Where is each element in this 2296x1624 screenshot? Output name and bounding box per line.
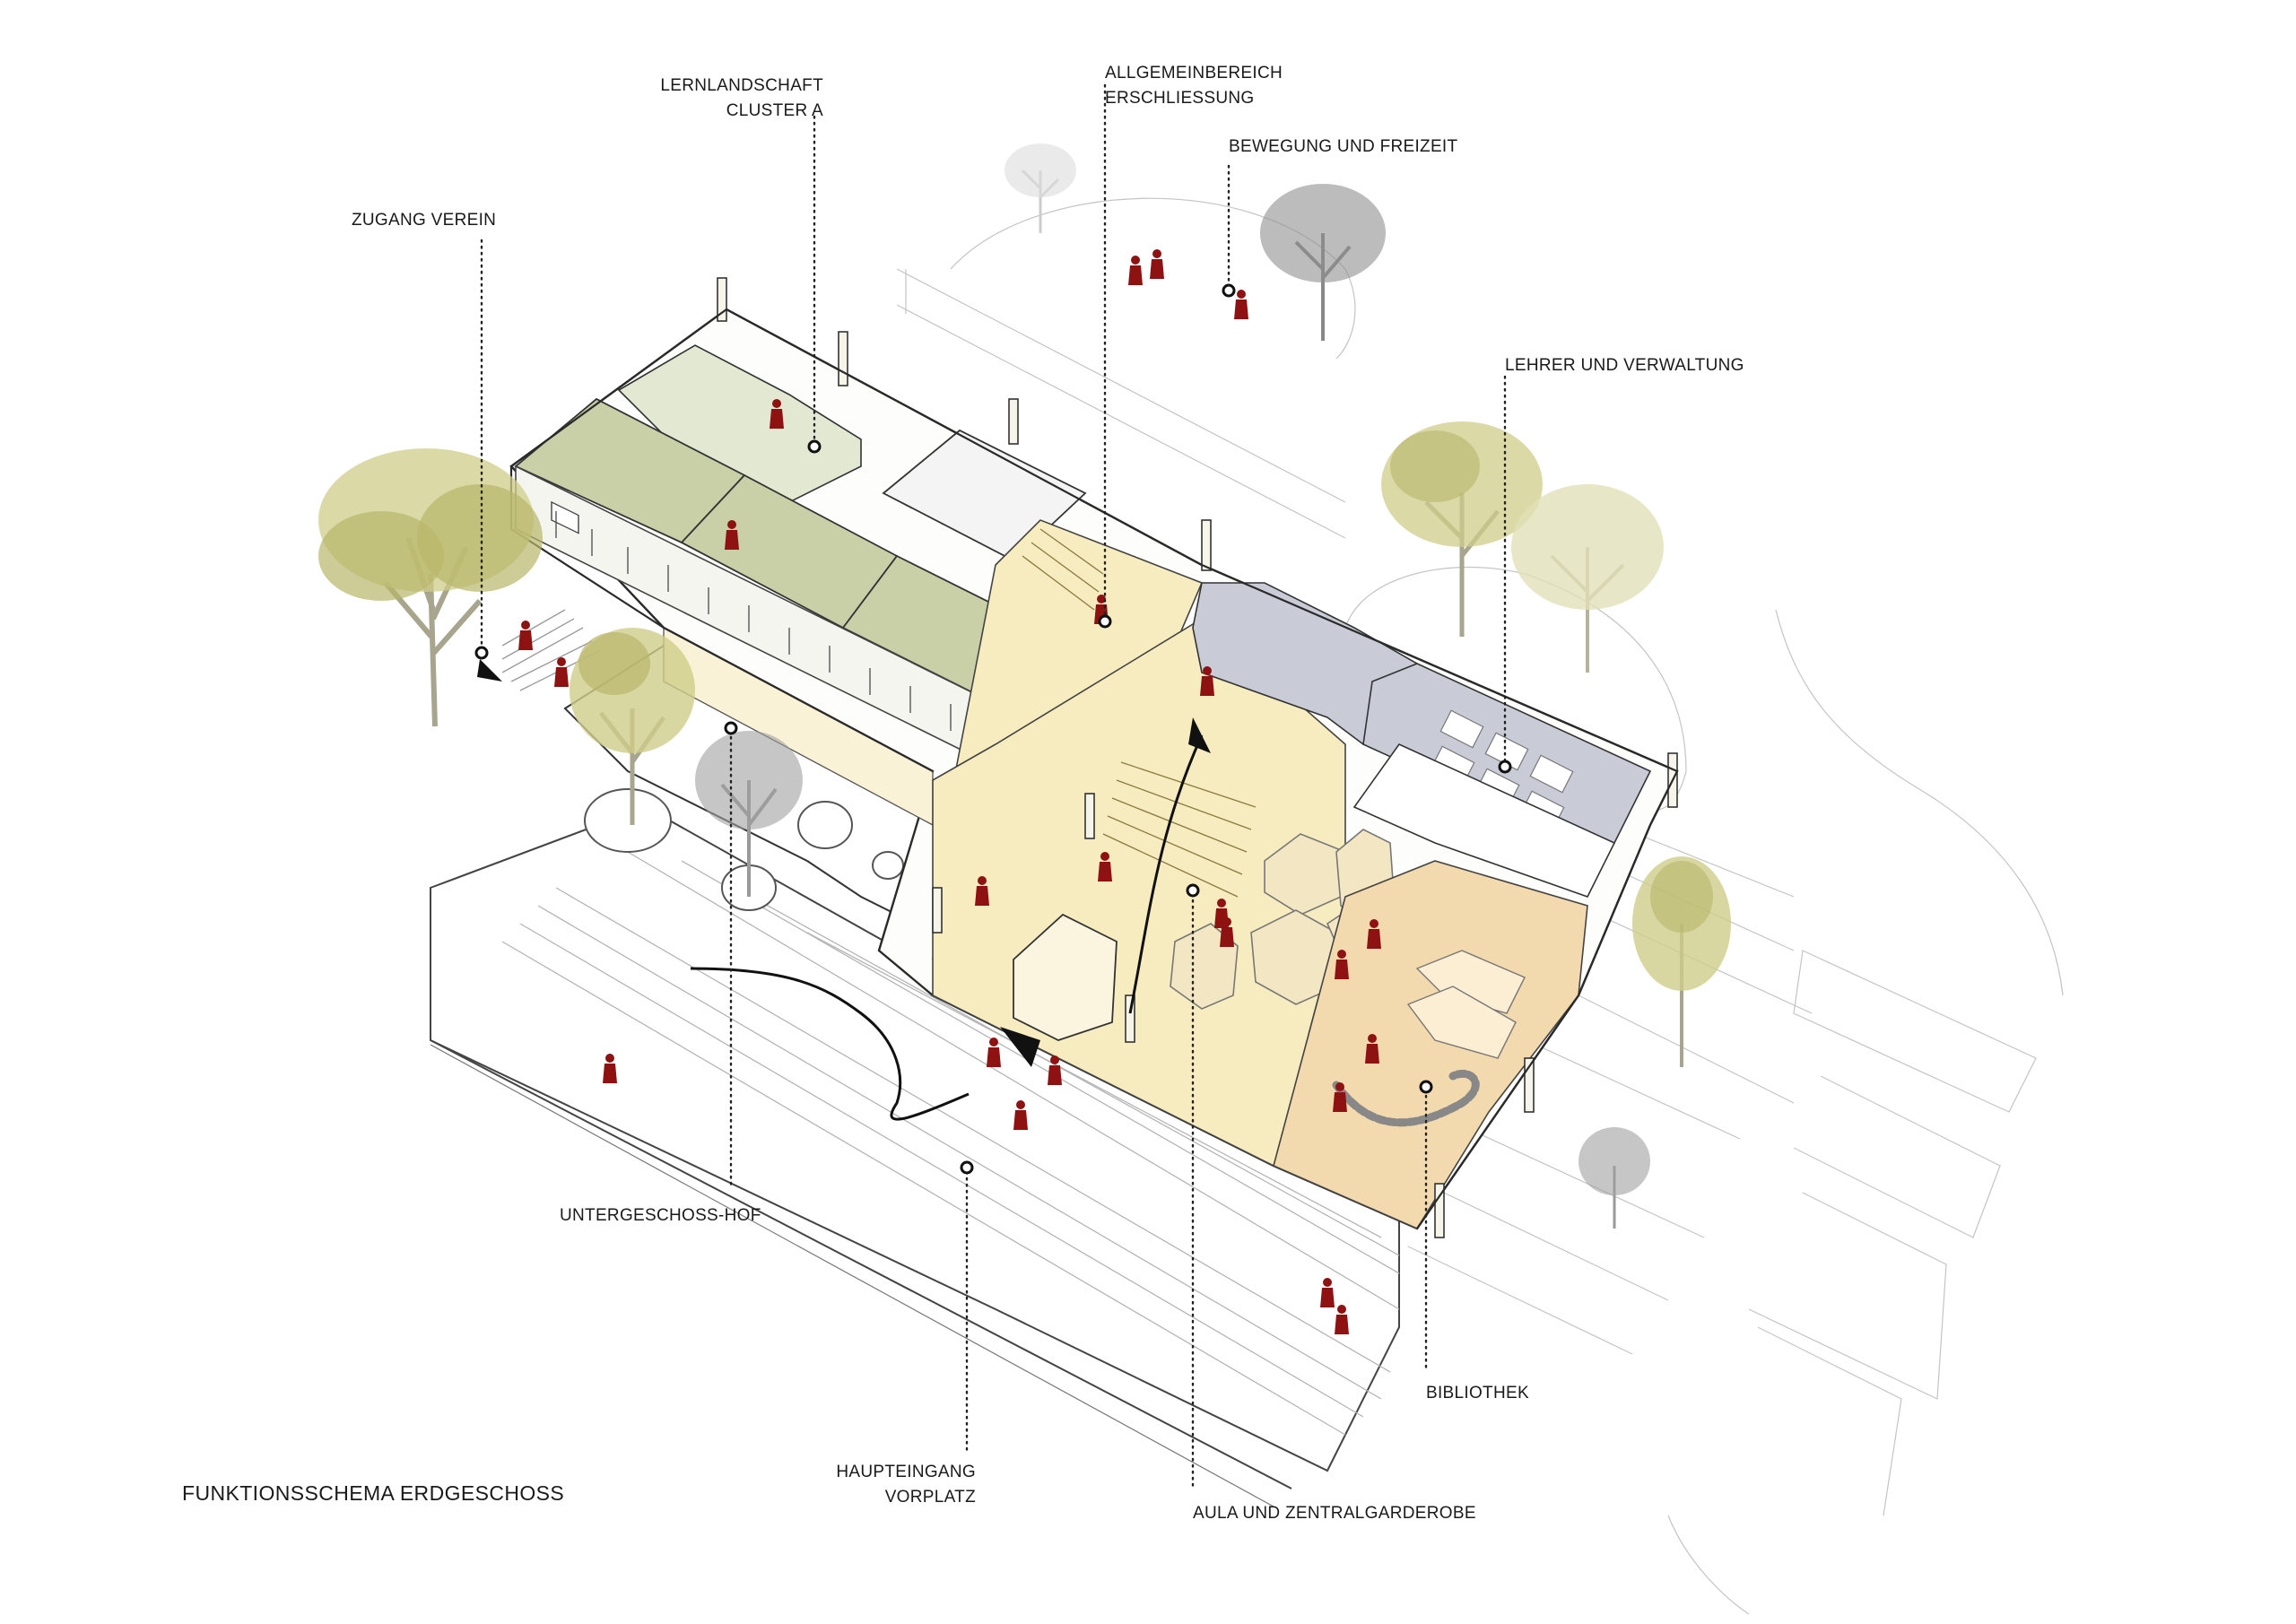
circle-marker-icon [724, 721, 738, 735]
circle-marker-icon [474, 646, 489, 660]
label-lehrer: LEHRER UND VERWALTUNG [1505, 353, 1744, 378]
label-bibliothek: BIBLIOTHEK [1426, 1381, 1529, 1406]
label-aula-text: AULA UND ZENTRALGARDEROBE [1193, 1504, 1476, 1523]
label-bewegung: BEWEGUNG UND FREIZEIT [1229, 135, 1457, 160]
person-icon [1013, 1100, 1028, 1130]
person-icon [1234, 290, 1248, 319]
circle-marker-icon [1186, 883, 1200, 898]
circle-marker-icon [960, 1160, 974, 1175]
label-zugang-text: ZUGANG VEREIN [352, 211, 497, 230]
leader-lines [480, 83, 1507, 1490]
label-bibliothek-text: BIBLIOTHEK [1426, 1384, 1529, 1403]
label-haupteingang: HAUPTEINGANG VORPLATZ [807, 1460, 976, 1510]
person-icon [770, 399, 784, 429]
tree-icon [1381, 421, 1543, 637]
tree-icon [1511, 484, 1664, 673]
label-haupteingang-line2: VORPLATZ [884, 1488, 976, 1507]
label-lernlandschaft-line2: CLUSTER A [726, 101, 823, 120]
tree-icon [1004, 143, 1076, 233]
label-lehrer-text: LEHRER UND VERWALTUNG [1505, 356, 1744, 375]
label-bewegung-text: BEWEGUNG UND FREIZEIT [1229, 137, 1458, 156]
trees [318, 143, 1731, 1229]
person-icon [725, 520, 739, 550]
tree-icon [1260, 184, 1386, 341]
person-icon [1320, 1278, 1335, 1307]
person-icon [975, 876, 989, 906]
person-icon [1333, 1082, 1347, 1112]
person-icon [603, 1054, 617, 1083]
circulation-arrows [477, 659, 1211, 1121]
person-icon [1048, 1055, 1062, 1085]
markers [474, 283, 1512, 1175]
person-icon [1335, 1305, 1349, 1334]
tree-icon [695, 731, 803, 897]
person-icon [1098, 852, 1112, 881]
person-icon [1128, 256, 1143, 285]
tree-icon [1578, 1127, 1650, 1229]
circle-marker-icon [807, 439, 822, 454]
circle-marker-icon [1222, 283, 1236, 298]
person-icon [518, 621, 533, 650]
circle-marker-icon [1098, 614, 1112, 629]
entrance-arrow-icon [1000, 1027, 1040, 1067]
tree-icon [1632, 856, 1731, 1067]
tree-icon [318, 448, 543, 727]
person-icon [1335, 950, 1349, 979]
label-allgemeinbereich: ALLGEMEINBEREICH ERSCHLIESSUNG [1105, 61, 1283, 111]
diagram-title: FUNKTIONSSCHEMA ERDGESCHOSS [182, 1481, 565, 1505]
people [518, 249, 1381, 1334]
label-lernlandschaft: LERNLANDSCHAFT CLUSTER A [628, 74, 823, 124]
label-lernlandschaft-line1: LERNLANDSCHAFT [660, 76, 823, 95]
person-icon [1365, 1034, 1379, 1064]
person-icon [1200, 666, 1214, 696]
building [509, 277, 1679, 1238]
label-allgemeinbereich-line2: ERSCHLIESSUNG [1105, 89, 1255, 108]
zugang-arrow-icon [477, 659, 502, 682]
circle-marker-icon [1419, 1080, 1433, 1094]
label-aula: AULA UND ZENTRALGARDEROBE [1193, 1501, 1476, 1526]
vorplatz [430, 805, 1400, 1507]
person-icon [1367, 919, 1381, 949]
circle-marker-icon [1498, 760, 1512, 774]
person-icon [1150, 249, 1164, 279]
tree-icon [570, 628, 695, 825]
person-icon [987, 1038, 1001, 1067]
label-zugang: ZUGANG VEREIN [352, 208, 496, 233]
label-haupteingang-line1: HAUPTEINGANG [836, 1463, 976, 1481]
person-icon [1220, 917, 1234, 947]
label-untergeschoss-text: UNTERGESCHOSS-HOF [560, 1206, 761, 1225]
label-allgemeinbereich-line1: ALLGEMEINBEREICH [1105, 64, 1283, 83]
person-icon [554, 657, 569, 687]
label-untergeschoss: UNTERGESCHOSS-HOF [560, 1203, 761, 1229]
